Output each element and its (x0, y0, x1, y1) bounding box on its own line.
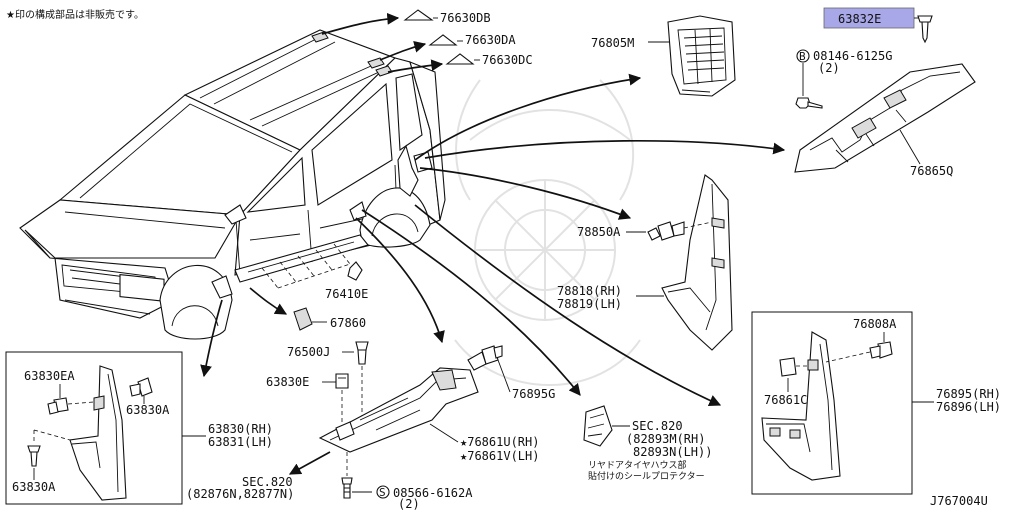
arrow-to-76630DB (321, 12, 400, 35)
label-76805M: 76805M (591, 36, 634, 50)
dash-63830EA (67, 401, 95, 405)
label-sec820-bottom: SEC.820 (242, 475, 293, 489)
label-76630DC: 76630DC (482, 53, 533, 67)
label-63830EA: 63830EA (24, 369, 75, 383)
label-76630DA: 76630DA (465, 33, 516, 47)
label-78850A: 78850A (577, 225, 621, 239)
arrow-to-sec820 (361, 209, 581, 396)
clip-63832E (917, 15, 933, 44)
bolt-08146 (795, 97, 823, 109)
vehicle-illustration (19, 29, 446, 340)
part-67860 (293, 307, 313, 331)
part-76805M-grille (667, 15, 736, 97)
label-screw-08566-6162A: 08566-6162A (393, 486, 473, 500)
label-76895-rh: 76895(RH) (936, 387, 1001, 401)
dash-76808A (825, 351, 871, 363)
label-67860: 67860 (330, 316, 366, 330)
label-82893N: 82893N(LH)) (633, 445, 712, 459)
label-76500J: 76500J (287, 345, 330, 359)
dash-78850A (683, 221, 713, 229)
arrow-to-78850A (419, 167, 632, 220)
part-78818-protector (661, 174, 733, 351)
leader-76861U (429, 423, 459, 443)
part-76865Q-bracket (794, 63, 976, 173)
label-76808A: 76808A (853, 317, 897, 331)
bolt-marker-circle (796, 49, 810, 63)
screw-marker: S (379, 486, 386, 499)
label-76896-lh: 76896(LH) (936, 400, 1001, 414)
screw-marker-circle (376, 485, 390, 499)
label-76861U: ★76861U(RH) (460, 435, 539, 449)
watermark (454, 79, 641, 386)
label-63830E: 63830E (266, 375, 309, 389)
label-76861C: 76861C (764, 393, 807, 407)
roof-clips (311, 31, 393, 77)
clip-63830A-bottom (27, 445, 41, 467)
clip-63830EA (47, 397, 69, 415)
jp-desc-line-1: リヤドアタイヤハウス部 (588, 459, 687, 471)
note-text: ★印の構成部品は非販売です。 (6, 8, 144, 21)
label-78819: 78819(LH) (557, 297, 622, 311)
label-bolt-08146-6125G: 08146-6125G (813, 49, 892, 63)
label-82893M: (82893M(RH) (626, 432, 705, 446)
screw-08566 (341, 477, 353, 499)
clip-63830A-top (129, 377, 153, 397)
label-76861V: ★76861V(LH) (460, 449, 539, 463)
part-76895-mudguard (761, 331, 841, 481)
arrow-to-76865Q (424, 139, 786, 159)
clip-76895G (467, 345, 503, 371)
label-screw-qty: (2) (398, 497, 420, 510)
roof-molding-caps (403, 9, 475, 65)
front-mudguard-box (5, 351, 183, 505)
part-76410E (347, 261, 363, 281)
label-63830A-top: 63830A (126, 403, 170, 417)
clip-76500J (355, 341, 369, 365)
label-bolt-qty: (2) (818, 61, 840, 75)
arrow-to-76861U (355, 217, 445, 344)
label-76865Q: 76865Q (910, 164, 953, 178)
label-63830-rh: 63830(RH) (208, 422, 273, 436)
arrow-to-76805M (414, 73, 642, 161)
arrow-to-sec820-bottom (288, 451, 331, 475)
label-76895G: 76895G (512, 387, 555, 401)
part-seal-protector (583, 405, 613, 447)
label-78818: 78818(RH) (557, 284, 622, 298)
label-63832E: 63832E (838, 12, 881, 26)
label-76410E: 76410E (325, 287, 368, 301)
clip-76808A (869, 341, 893, 359)
diagram-id: J767004U (930, 494, 988, 508)
clip-63830E (335, 373, 349, 389)
label-63830A-bottom: 63830A (12, 480, 56, 494)
bolt-marker: B (799, 50, 806, 63)
label-76630DB: 76630DB (440, 11, 491, 25)
arrow-to-front-mudguard (200, 299, 223, 378)
arrow-to-mudguard-rear (414, 204, 722, 407)
arrow-to-76630DC (387, 59, 444, 73)
leader-76895G (497, 359, 511, 393)
clip-78850A (647, 221, 685, 241)
label-63831-lh: 63831(LH) (208, 435, 273, 449)
rear-mudguard-box (751, 311, 913, 495)
front-bracket (211, 275, 233, 299)
sill-fastener-dashes (261, 243, 351, 289)
part-76861U-splash-guard (318, 367, 479, 453)
dash-63830A-bottom (33, 429, 71, 444)
arrow-to-76630DA (379, 41, 427, 61)
label-sec820-right: SEC.820 (632, 419, 683, 433)
jp-desc-line-2: 貼付けのシールプロテクター (588, 470, 705, 482)
part-76861C-plate (779, 357, 797, 377)
label-sec820-bottom-parts: (82876N,82877N) (186, 487, 294, 501)
part-63830-mudguard (69, 365, 127, 501)
leader-76865Q (899, 129, 921, 165)
arrow-to-67860 (249, 287, 288, 315)
